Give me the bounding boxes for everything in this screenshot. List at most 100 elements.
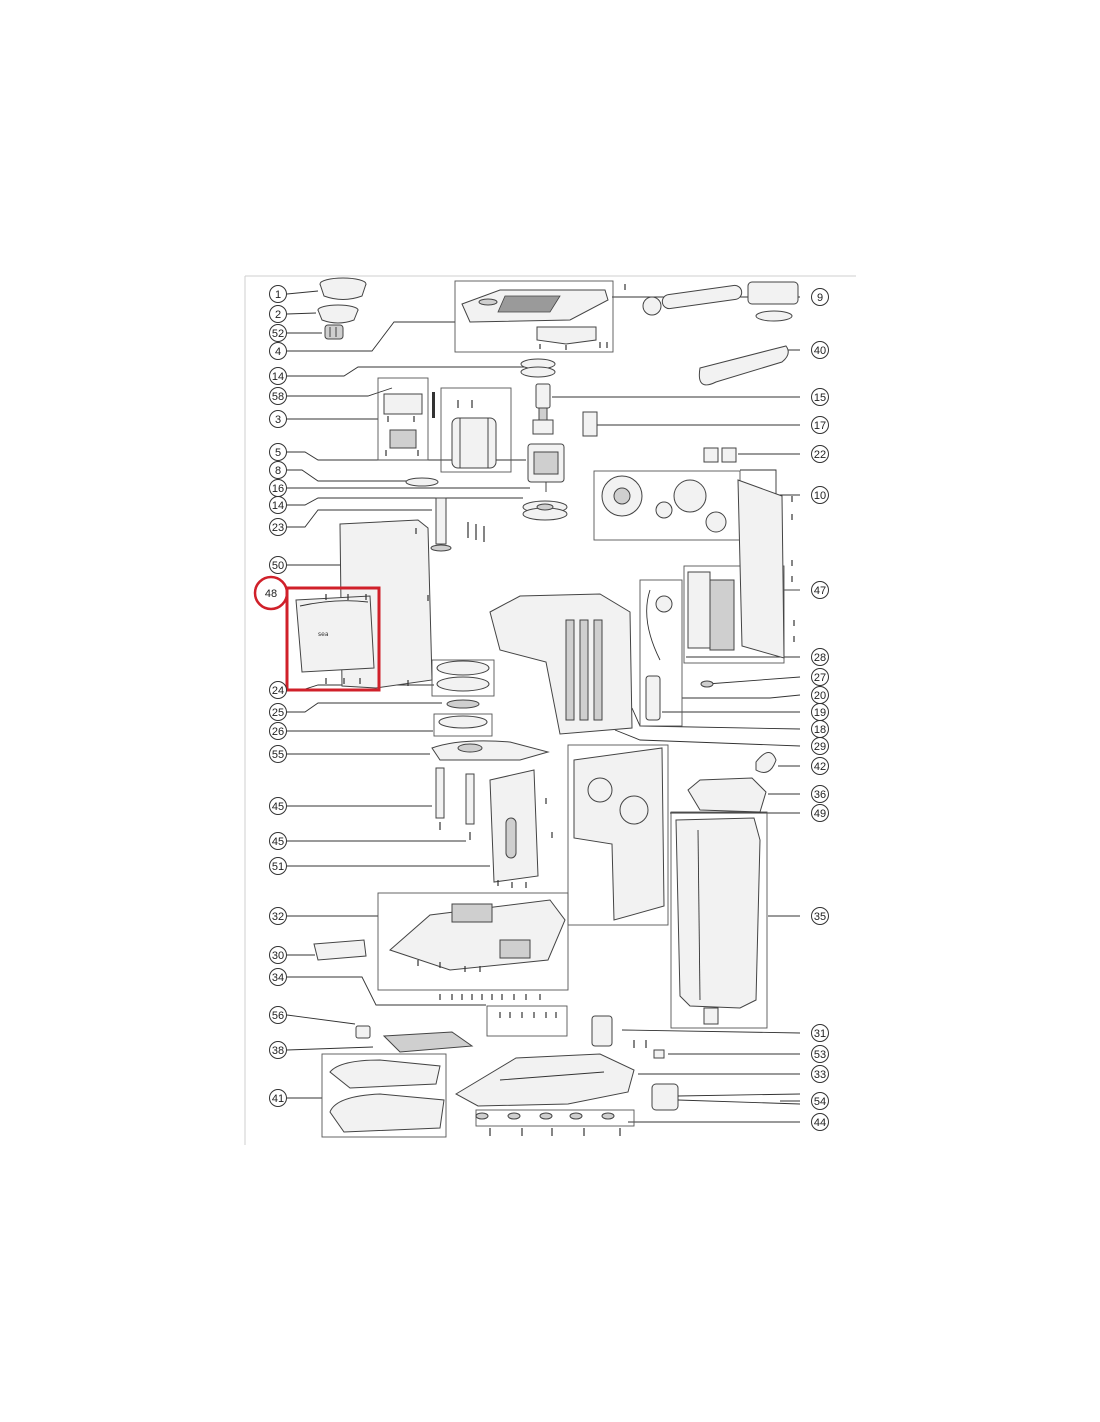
part-clip-53 (653, 1049, 665, 1059)
part-gasket-8 (405, 477, 439, 487)
callout-number: 16 (272, 483, 284, 495)
callout-number: 20 (814, 690, 826, 702)
callout-19: 19 (811, 703, 829, 721)
part-ring-26 (438, 715, 488, 729)
callout-number: 40 (814, 345, 826, 357)
callout-number: 55 (272, 749, 284, 761)
callout-2: 2 (269, 305, 287, 323)
part-pulley-16 (522, 500, 568, 521)
part-water-tank-35 (675, 817, 761, 1025)
callout-29: 29 (811, 737, 829, 755)
part-insert-52 (324, 324, 344, 340)
callout-circle (269, 857, 287, 875)
callout-circle (811, 388, 829, 406)
callout-number: 31 (814, 1028, 826, 1040)
callout-50: 50 (269, 556, 287, 574)
callout-circle (811, 804, 829, 822)
part-tube-19 (645, 589, 673, 721)
callout-8: 8 (269, 461, 287, 479)
callout-number: 3 (275, 414, 281, 426)
callout-40: 40 (811, 341, 829, 359)
callout-circle (269, 305, 287, 323)
callout-number: 18 (814, 724, 826, 736)
part-drip-tray-41 (329, 1059, 445, 1133)
part-nut-27 (700, 680, 714, 688)
callout-number: 4 (275, 346, 281, 358)
callout-55: 55 (269, 745, 287, 763)
part-ring-24 (436, 660, 490, 692)
part-panel-47 (737, 479, 795, 659)
part-feet-44 (475, 1112, 621, 1136)
callout-number: 30 (272, 950, 284, 962)
callout-number: 49 (814, 808, 826, 820)
callout-20: 20 (811, 686, 829, 704)
callout-number: 28 (814, 652, 826, 664)
callout-circle (269, 946, 287, 964)
callout-22: 22 (811, 445, 829, 463)
part-main-frame-29 (489, 593, 633, 735)
callout-18: 18 (811, 720, 829, 738)
callout-labels: 1252414583581614235048242526554545513230… (265, 285, 829, 1131)
callout-circle (269, 722, 287, 740)
callout-number: 5 (275, 447, 281, 459)
part-valve-23 (430, 497, 485, 552)
callout-number: 42 (814, 761, 826, 773)
callout-circle (811, 416, 829, 434)
callout-circle (811, 1045, 829, 1063)
part-side-panel-48: sea (295, 594, 375, 684)
callout-number: 56 (272, 1010, 284, 1022)
callout-circle (811, 341, 829, 359)
callout-54: 54 (811, 1092, 829, 1110)
callout-number: 8 (275, 465, 281, 477)
callout-number: 10 (814, 490, 826, 502)
callout-1: 1 (269, 285, 287, 303)
callout-number: 36 (814, 789, 826, 801)
callout-circle (269, 410, 287, 428)
part-plate-51 (489, 769, 553, 888)
callout-number: 29 (814, 741, 826, 753)
callout-number: 58 (272, 391, 284, 403)
callout-circle (269, 907, 287, 925)
callout-30: 30 (269, 946, 287, 964)
callout-number: 32 (272, 911, 284, 923)
callout-circle (811, 1113, 829, 1131)
callout-circle (269, 367, 287, 385)
callout-number: 47 (814, 585, 826, 597)
callout-45a: 45 (269, 797, 287, 815)
part-base-32 (389, 899, 566, 972)
callout-number: 27 (814, 672, 826, 684)
part-knob-42 (755, 752, 777, 773)
callout-48: 48 (265, 588, 277, 600)
callout-circle (811, 648, 829, 666)
callout-17: 17 (811, 416, 829, 434)
callout-circle (269, 745, 287, 763)
callout-number: 22 (814, 449, 826, 461)
callout-circle (269, 324, 287, 342)
callout-number: 38 (272, 1045, 284, 1057)
callout-circle (811, 445, 829, 463)
callout-number: 25 (272, 707, 284, 719)
callout-circle (811, 581, 829, 599)
callout-number: 41 (272, 1093, 284, 1105)
callout-number: 19 (814, 707, 826, 719)
part-filter-basket-1 (319, 277, 367, 300)
callout-number: 50 (272, 560, 284, 572)
callout-16: 16 (269, 479, 287, 497)
callout-23: 23 (269, 518, 287, 536)
callout-number: 2 (275, 309, 281, 321)
callout-number: 14 (272, 500, 284, 512)
callout-56: 56 (269, 1006, 287, 1024)
callout-9: 9 (811, 288, 829, 306)
assembly-boxes (321, 280, 785, 1138)
callout-3: 3 (269, 410, 287, 428)
callout-number: 17 (814, 420, 826, 432)
callout-31: 31 (811, 1024, 829, 1042)
part-front-panel-49 (573, 747, 665, 921)
callout-38: 38 (269, 1041, 287, 1059)
callout-15: 15 (811, 388, 829, 406)
callout-circle (811, 1065, 829, 1083)
callout-4: 4 (269, 342, 287, 360)
callout-number: 52 (272, 328, 284, 340)
callout-circle (269, 797, 287, 815)
callout-circle (269, 556, 287, 574)
